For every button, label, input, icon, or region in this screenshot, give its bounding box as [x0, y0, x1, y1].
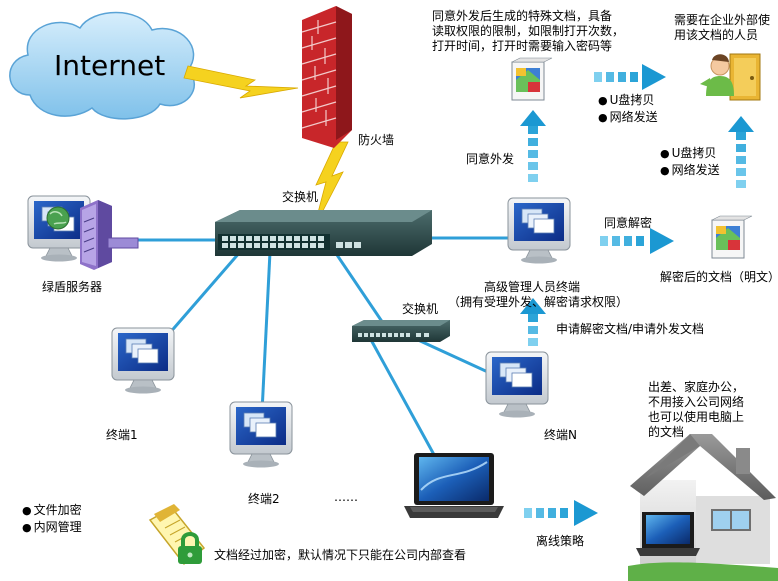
feature-intranet-management: 内网管理 [22, 519, 82, 536]
approve-outgoing-label: 同意外发 [466, 152, 515, 166]
arrow-decrypt-right-icon [600, 228, 674, 254]
admin-terminal-icon [507, 197, 571, 264]
special-doc-line3: 打开时间，打开时需要输入密码等 [432, 39, 613, 53]
special-doc-line1: 同意外发后生成的特殊文档，具备 [432, 9, 613, 23]
external-user-icon [700, 53, 761, 101]
firewall-icon [301, 6, 352, 148]
terminalN-icon [485, 351, 549, 418]
decrypted-doc-label: 解密后的文档（明文） [660, 270, 778, 284]
more-terminals-label: …… [334, 490, 358, 504]
terminal2-icon [229, 401, 293, 468]
link-switch-subswitch [333, 251, 387, 327]
encrypt-note: 文档经过加密，默认情况下只能在公司内部查看 [214, 548, 467, 562]
main-switch-label: 交换机 [282, 190, 319, 204]
terminal2-label: 终端2 [248, 492, 280, 506]
arrow-offline-right-icon [524, 500, 598, 526]
terminal1-label: 终端1 [106, 428, 138, 442]
decrypted-doc-icon [711, 215, 753, 259]
send-methods-list-1: U盘拷贝 网络发送 [598, 92, 658, 126]
home-office-line2: 不用接入公司网络 [648, 395, 745, 409]
home-office-line3: 也可以使用电脑上 [648, 410, 745, 424]
link-subswitch-laptop [368, 337, 440, 463]
network-links [125, 236, 512, 463]
feature-file-encryption: 文件加密 [22, 502, 82, 519]
admin-terminal-title: 高级管理人员终端 [484, 280, 581, 294]
sub-switch-icon [352, 320, 450, 342]
server-icon [27, 195, 139, 270]
special-doc-line2: 读取权限的限制，如限制打开次数， [432, 24, 625, 38]
home-office-line1: 出差、家庭办公， [648, 380, 745, 394]
offline-policy-label: 离线策略 [536, 534, 585, 548]
arrow-apply-up-icon [520, 298, 546, 346]
send-method-usb: U盘拷贝 [660, 145, 720, 162]
send-method-network: 网络发送 [660, 162, 720, 179]
main-switch-icon [215, 210, 432, 256]
home-office-line4: 的文档 [648, 425, 685, 439]
arrow-send-up-icon [728, 116, 754, 188]
laptop-icon [404, 453, 504, 518]
approve-decrypt-label: 同意解密 [604, 216, 653, 230]
encrypted-doc-icon [148, 504, 206, 566]
arrow-outgoing-up-icon [520, 110, 546, 182]
apply-label: 申请解密文档/申请外发文档 [556, 322, 705, 336]
internet-label: Internet [54, 49, 166, 82]
link-switch-terminal2 [260, 251, 272, 413]
internet-cloud-icon [9, 11, 195, 120]
external-user-line2: 用该文档的人员 [674, 28, 759, 42]
terminal1-icon [111, 327, 175, 394]
external-user-line1: 需要在企业外部使 [674, 13, 771, 27]
features-list: 文件加密 内网管理 [22, 502, 82, 536]
send-method-network: 网络发送 [598, 109, 658, 126]
arrow-send-right-icon [594, 64, 666, 90]
special-doc-icon [511, 57, 553, 101]
lightning-icon [183, 65, 349, 229]
send-methods-list-2: U盘拷贝 网络发送 [660, 145, 720, 179]
admin-terminal-subtitle: （拥有受理外发、解密请求权限） [448, 295, 629, 309]
sub-switch-label: 交换机 [402, 302, 439, 316]
server-label: 绿盾服务器 [42, 280, 103, 294]
house-icon [628, 434, 778, 581]
send-method-usb: U盘拷贝 [598, 92, 658, 109]
firewall-label: 防火墙 [358, 133, 395, 147]
terminalN-label: 终端N [544, 428, 577, 442]
